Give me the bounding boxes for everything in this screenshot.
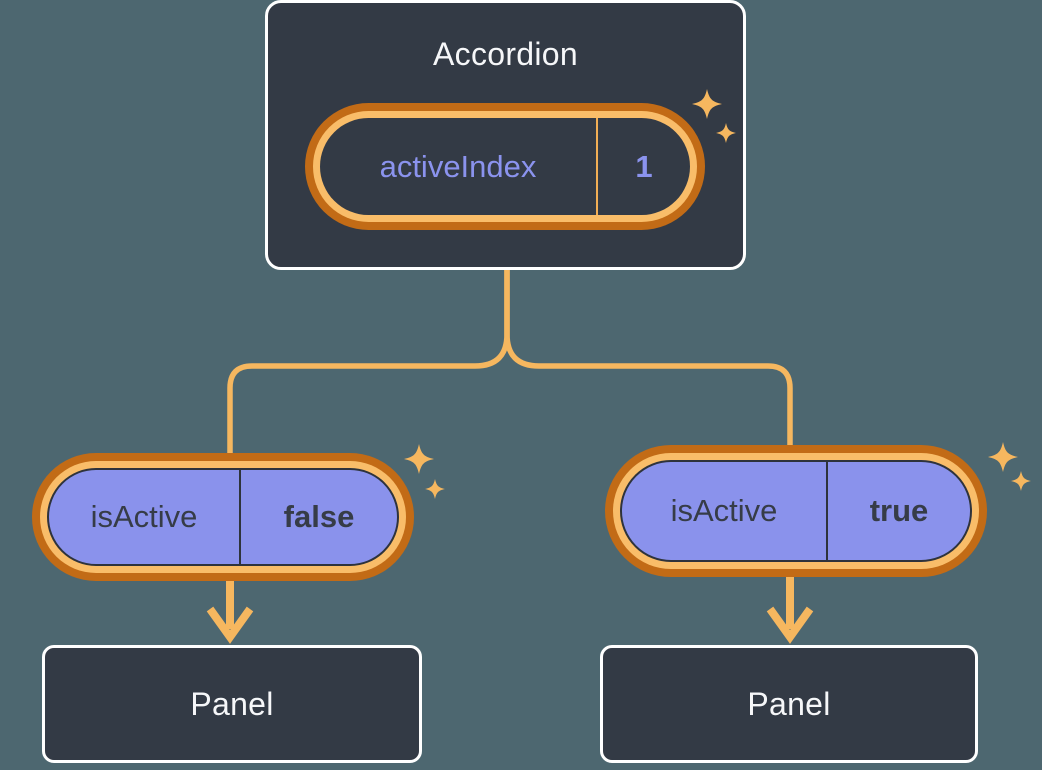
pill-highlight-ring: isActive true [613, 453, 979, 569]
arrow-down-right-icon [766, 577, 814, 644]
sparkle-icon [1011, 471, 1031, 491]
panel-title: Panel [190, 685, 274, 722]
accordion-box: Accordion activeIndex 1 [265, 0, 746, 270]
fork-connector-left [227, 270, 510, 458]
sparkle-icon [425, 479, 445, 499]
prop-value: false [239, 470, 397, 564]
prop-name-label: isActive [670, 493, 778, 528]
panel-title: Panel [747, 685, 831, 722]
accordion-title: Accordion [433, 36, 578, 72]
sparkle-icon [404, 444, 434, 474]
state-pill-highlight-ring: activeIndex 1 [313, 111, 697, 222]
prop-value: true [826, 462, 970, 560]
state-name-label: activeIndex [379, 148, 537, 184]
sparkle-icon [988, 442, 1018, 472]
panel-box-right: Panel [600, 645, 978, 763]
panel-box-left: Panel [42, 645, 422, 763]
isactive-pill-left: isActive false [32, 453, 414, 581]
isactive-pill-right: isActive true [605, 445, 987, 577]
prop-name-label: isActive [90, 499, 198, 534]
arrow-down-left-icon [206, 581, 254, 644]
state-value: 1 [596, 118, 690, 215]
fork-connector-right [504, 270, 793, 450]
state-pill: activeIndex 1 [305, 103, 705, 230]
pill-highlight-ring: isActive false [40, 461, 406, 573]
